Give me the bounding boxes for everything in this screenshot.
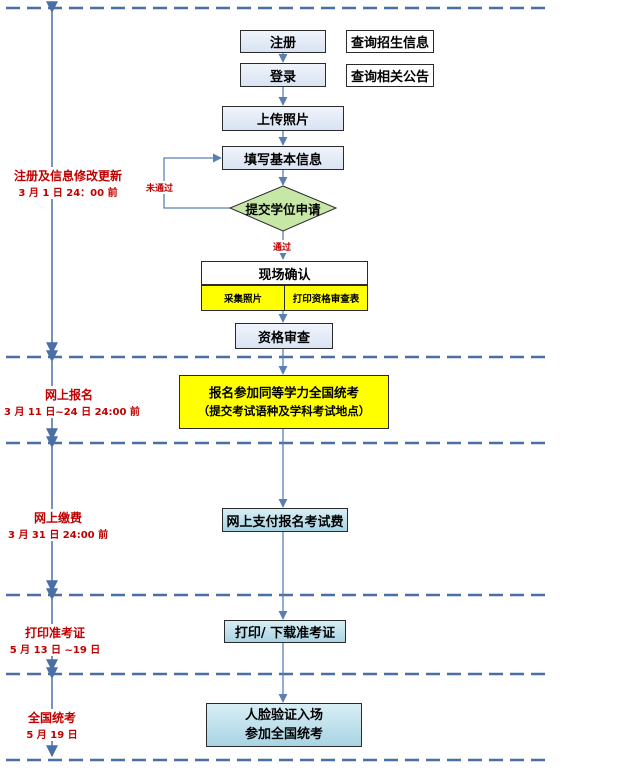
apply-exam-box: 报名参加同等学力全国统考 （提交考试语种及学科考试地点） (179, 375, 389, 429)
fill-info-box: 填写基本信息 (222, 146, 344, 170)
phase-date: 3 月 1 日 24：00 前 (18, 188, 118, 199)
photo-capture-label: 采集照片 (223, 294, 262, 305)
login-box: 登录 (240, 63, 326, 87)
phase-title: 网上报名 (44, 388, 93, 402)
query-notice-box: 查询相关公告 (346, 64, 434, 87)
qualification-review-label: 资格审查 (257, 330, 310, 346)
face-verify-line2: 参加全国统考 (244, 727, 323, 742)
upload-photo-label: 上传照片 (256, 113, 309, 128)
phase-date: 5 月 19 日 (26, 730, 78, 741)
reject-loop-arrow (163, 153, 230, 209)
qualification-review-box: 资格审查 (235, 323, 333, 349)
print-ticket-box: 打印/ 下载准考证 (224, 620, 346, 643)
phase-date: 5 月 13 日 ~19 日 (9, 645, 101, 656)
phase-date: 3 月 31 日 24:00 前 (8, 530, 109, 541)
phase-label-payment: 网上缴费 3 月 31 日 24:00 前 (8, 509, 108, 541)
phase-title: 全国统考 (27, 711, 76, 725)
onsite-confirm-label: 现场确认 (258, 267, 311, 283)
passed-label: 通过 (273, 240, 292, 253)
login-label: 登录 (269, 69, 296, 85)
phase-date: 3 月 11 日~24 日 24:00 前 (4, 407, 140, 418)
phase-label-registration: 注册及信息修改更新 3 月 1 日 24：00 前 (6, 167, 130, 199)
submit-degree-diamond (228, 185, 338, 232)
query-notice-label: 查询相关公告 (350, 70, 429, 85)
face-verify-box: 人脸验证入场 参加全国统考 (206, 703, 362, 747)
photo-capture-box: 采集照片 (201, 285, 285, 311)
query-admission-label: 查询招生信息 (350, 36, 429, 51)
phase-title: 注册及信息修改更新 (13, 169, 122, 183)
phase-label-exam: 全国统考 5 月 19 日 (20, 709, 84, 741)
pay-fee-label: 网上支付报名考试费 (226, 514, 344, 530)
onsite-confirm-box: 现场确认 (201, 261, 368, 285)
print-ticket-label: 打印/ 下载准考证 (234, 626, 336, 641)
register-box: 注册 (240, 30, 326, 53)
register-label: 注册 (269, 36, 296, 51)
apply-exam-line1: 报名参加同等学力全国统考 (208, 385, 359, 400)
print-review-form-label: 打印资格审查表 (292, 294, 360, 305)
apply-exam-line2: （提交考试语种及学科考试地点） (197, 404, 371, 418)
fill-info-label: 填写基本信息 (243, 152, 322, 168)
pay-fee-box: 网上支付报名考试费 (222, 508, 348, 532)
print-review-form-box: 打印资格审查表 (284, 285, 368, 311)
query-admission-box: 查询招生信息 (346, 30, 434, 53)
phase-title: 网上缴费 (33, 511, 82, 525)
phase-label-print-ticket: 打印准考证 5 月 13 日 ~19 日 (8, 624, 102, 656)
phase-label-online-apply: 网上报名 3 月 11 日~24 日 24:00 前 (4, 386, 140, 418)
face-verify-line1: 人脸验证入场 (244, 708, 323, 723)
upload-photo-box: 上传照片 (222, 106, 344, 131)
submit-degree-label: 提交学位申请 (245, 201, 321, 217)
not-passed-label: 未通过 (146, 181, 174, 194)
submit-degree-label-wrap: 提交学位申请 (230, 198, 336, 218)
phase-title: 打印准考证 (24, 626, 85, 640)
